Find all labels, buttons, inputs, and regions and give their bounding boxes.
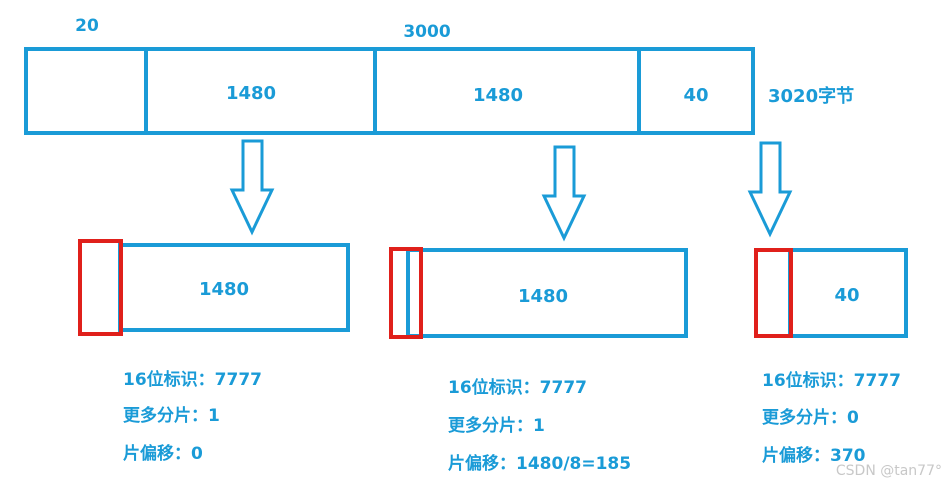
fragment-payload-label: 1480 [518,286,568,307]
datagram-outline [24,47,755,135]
fragment-1: 1480 [78,239,350,336]
segment-3-label: 40 [683,85,708,106]
more-fragments-field: 更多分片：0 [762,407,859,428]
fragment-offset-field: 片偏移：0 [123,443,203,464]
fragment-payload-label: 1480 [199,279,249,300]
fragment-3-info: 16位标识：7777 更多分片：0 片偏移：370 [762,370,901,466]
segment-2-label: 1480 [473,85,523,106]
total-size-label: 3020字节 [768,85,854,107]
down-arrow-icon [229,139,275,236]
fragment-offset-field: 片偏移：1480/8=185 [448,453,631,474]
fragment-offset-field: 片偏移：370 [762,445,866,466]
fragment-payload-label: 40 [834,285,859,306]
fragment-header-box [754,248,793,338]
identification-field: 16位标识：7777 [123,369,262,390]
fragment-payload-box [406,248,688,338]
fragment-1-info: 16位标识：7777 更多分片：1 片偏移：0 [123,369,262,464]
more-fragments-field: 更多分片：1 [448,415,545,436]
segment-1-label: 1480 [226,83,276,104]
fragment-header-box [78,239,123,336]
fragment-2-info: 16位标识：7777 更多分片：1 片偏移：1480/8=185 [448,377,631,474]
fragment-header-box [389,247,423,339]
data-size-label: 3000 [403,22,450,42]
header-size-label: 20 [75,16,99,36]
down-arrow-icon [541,145,587,242]
identification-field: 16位标识：7777 [448,377,587,398]
original-datagram: 1480 1480 40 [24,47,755,135]
more-fragments-field: 更多分片：1 [123,405,220,426]
identification-field: 16位标识：7777 [762,370,901,391]
fragment-3: 40 [754,248,908,338]
fragment-2: 1480 [389,247,688,339]
watermark: CSDN @tan77° [836,463,942,479]
down-arrow-icon [747,141,793,238]
